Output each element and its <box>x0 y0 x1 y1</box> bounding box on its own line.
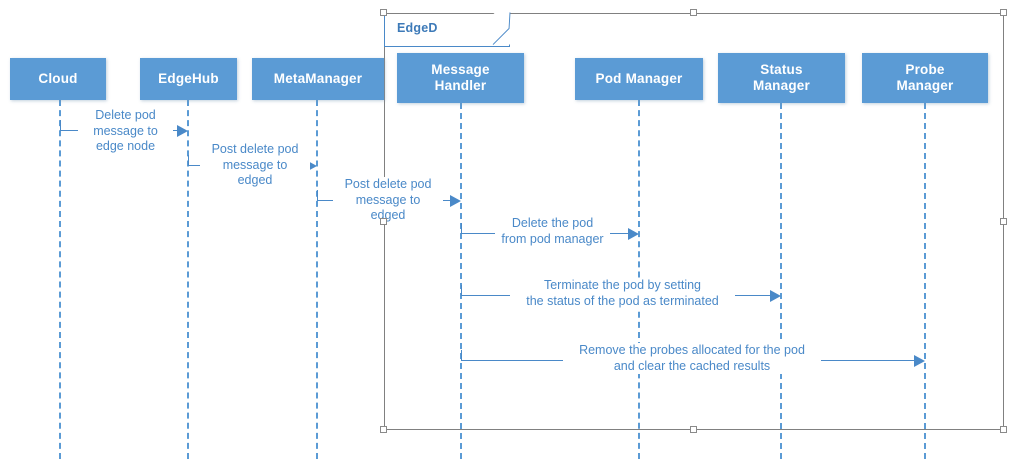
message-arrow-line <box>60 130 179 131</box>
participant-label: EdgeHub <box>158 71 219 87</box>
lifeline-message-handler[interactable] <box>460 103 462 459</box>
lifeline-pod-manager[interactable] <box>638 100 640 459</box>
message-label: Post delete pod message to edged <box>200 142 310 189</box>
frame-label-text: EdgeD <box>397 21 438 35</box>
lifeline-probe-manager[interactable] <box>924 103 926 459</box>
participant-probe-manager[interactable]: Probe Manager <box>862 53 988 103</box>
resize-handle-2[interactable] <box>1000 9 1007 16</box>
resize-handle-5[interactable] <box>380 426 387 433</box>
participant-cloud[interactable]: Cloud <box>10 58 106 100</box>
participant-edgehub[interactable]: EdgeHub <box>140 58 237 100</box>
participant-message-handler[interactable]: Message Handler <box>397 53 524 103</box>
participant-pod-manager[interactable]: Pod Manager <box>575 58 703 100</box>
frame-label-tab[interactable]: EdgeD <box>384 12 511 47</box>
message-arrow-line <box>188 165 308 166</box>
participant-metamanager[interactable]: MetaManager <box>252 58 384 100</box>
participant-label: Probe Manager <box>896 62 954 93</box>
lifeline-status-manager[interactable] <box>780 103 782 459</box>
participant-label: Pod Manager <box>595 71 683 87</box>
lifeline-cloud[interactable] <box>59 100 61 459</box>
lifeline-edgehub[interactable] <box>187 100 189 459</box>
participant-label: Message Handler <box>431 62 490 93</box>
message-label: Delete pod message to edge node <box>78 108 173 155</box>
participant-label: Cloud <box>38 71 78 87</box>
resize-handle-0[interactable] <box>380 9 387 16</box>
resize-handle-3[interactable] <box>380 218 387 225</box>
resize-handle-6[interactable] <box>690 426 697 433</box>
resize-handle-4[interactable] <box>1000 218 1007 225</box>
lifeline-metamanager[interactable] <box>316 100 318 459</box>
resize-handle-1[interactable] <box>690 9 697 16</box>
resize-handle-7[interactable] <box>1000 426 1007 433</box>
participant-status-manager[interactable]: Status Manager <box>718 53 845 103</box>
participant-label: Status Manager <box>753 62 810 93</box>
participant-label: MetaManager <box>273 71 363 87</box>
frame-tab-corner-cut <box>492 12 511 45</box>
